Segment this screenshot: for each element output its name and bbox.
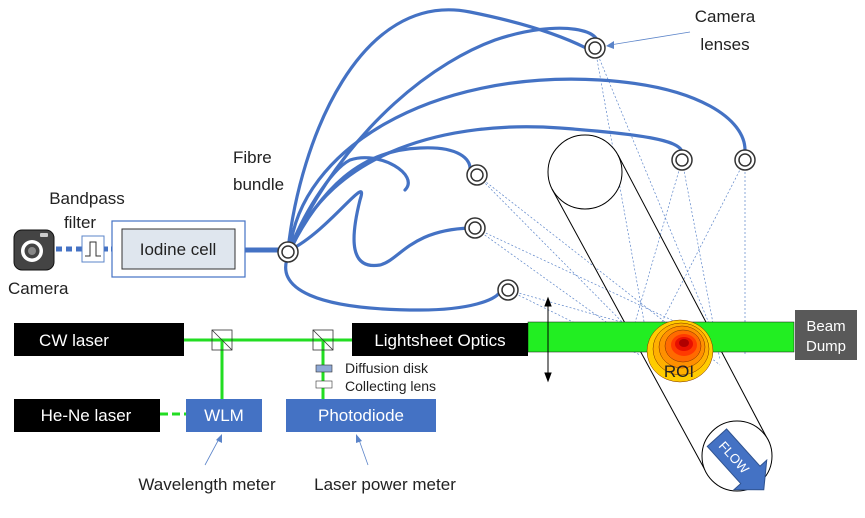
iodine-cell-inner xyxy=(121,228,236,270)
roi-label: ROI xyxy=(664,362,694,381)
laser-power-meter-label: Laser power meter xyxy=(314,475,456,494)
lens-icon xyxy=(464,217,486,239)
he-ne-laser-box xyxy=(14,399,160,432)
lens-icon xyxy=(497,279,519,301)
cw-laser-label: CW laser xyxy=(39,331,109,350)
lens-icon xyxy=(734,149,756,171)
wavelength-meter-label: Wavelength meter xyxy=(138,475,276,494)
diffusion-disk-label: Diffusion disk xyxy=(345,360,429,376)
bandpass-label-line1: Bandpass xyxy=(49,189,125,208)
lens-view-lines xyxy=(474,47,746,366)
he-ne-laser-label: He-Ne laser xyxy=(41,406,132,425)
camera-lenses-pointer xyxy=(606,31,691,49)
camera-lenses-label-line2: lenses xyxy=(700,35,749,54)
lightsheet-optics-box xyxy=(352,323,528,356)
photodiode-label: Photodiode xyxy=(318,406,404,425)
camera-lenses-label-line1: Camera xyxy=(695,7,756,26)
collecting-lens-label: Collecting lens xyxy=(345,378,436,394)
lightsheet-optics-label: Lightsheet Optics xyxy=(374,331,505,350)
fibre-bundle-paths xyxy=(241,8,747,312)
meter-pointers xyxy=(204,434,369,466)
collecting-lens-icon xyxy=(315,380,333,389)
flow-cylinder xyxy=(547,134,769,471)
beam-dump-label-line2: Dump xyxy=(806,338,846,355)
lens-icon xyxy=(277,241,299,263)
camera-icon xyxy=(13,229,55,271)
roi-region xyxy=(646,319,714,383)
lens-icon xyxy=(671,149,693,171)
fibre-bundle-label-line1: Fibre xyxy=(233,148,272,167)
camera-label: Camera xyxy=(8,279,69,298)
iodine-cell-label: Iodine cell xyxy=(140,240,217,259)
beam-splitter-icon xyxy=(211,329,233,351)
wlm-box xyxy=(186,399,262,432)
cw-laser-box xyxy=(14,323,184,356)
lens-icon xyxy=(466,164,488,186)
photodiode-box xyxy=(286,399,436,432)
wlm-label: WLM xyxy=(204,406,244,425)
beam-dump-label-line1: Beam xyxy=(806,318,845,335)
bandpass-label-line2: filter xyxy=(64,213,96,232)
camera-lenses xyxy=(277,37,756,301)
flow-outlet: FLOW xyxy=(701,420,773,492)
lens-icon xyxy=(584,37,606,59)
beam-dump-box xyxy=(795,310,857,360)
diffusion-disk-icon xyxy=(315,364,333,373)
fibre-bundle-label-line2: bundle xyxy=(233,175,284,194)
traverse-arrow xyxy=(544,296,552,383)
beam-splitter-icon xyxy=(312,329,334,351)
bandpass-filter-icon xyxy=(81,235,105,263)
